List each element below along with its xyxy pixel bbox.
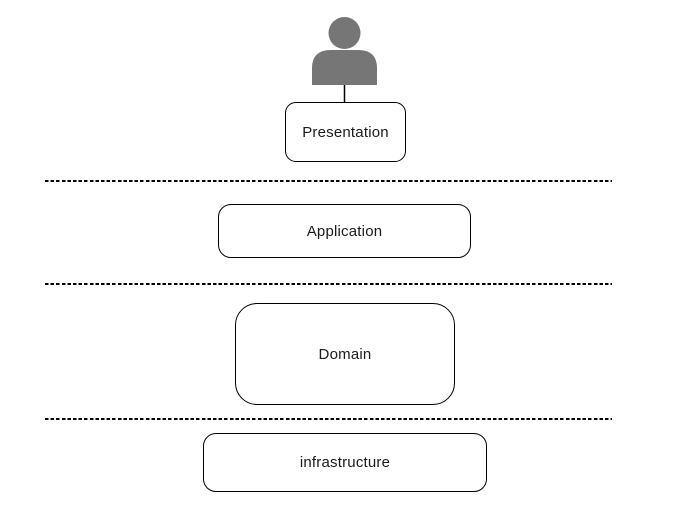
layer-label-application: Application [306,222,383,240]
layer-box-infrastructure: infrastructure [203,433,487,492]
user-icon [312,17,377,102]
layer-box-presentation: Presentation [285,102,406,162]
layer-divider-3 [45,418,612,420]
layer-box-application: Application [218,204,471,258]
layer-label-presentation: Presentation [302,123,389,141]
layer-label-domain: Domain [318,345,372,363]
layer-divider-1 [45,180,612,182]
layer-box-domain: Domain [235,303,455,405]
layer-label-infrastructure: infrastructure [299,454,391,471]
layer-divider-2 [45,283,612,285]
